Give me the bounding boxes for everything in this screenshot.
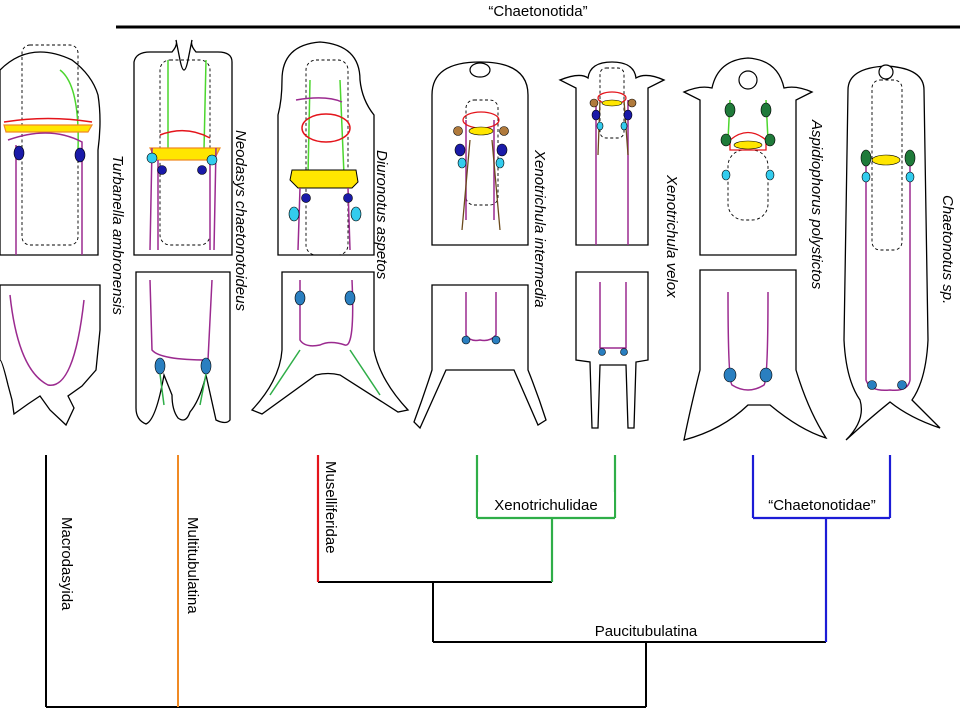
clade-label-muselliferidae: Muselliferidae [322, 461, 339, 554]
species-label-2: Neodasys chaetonotoideus [232, 130, 249, 311]
animal-xenotrichula-velox: Xenotrichula velox [558, 61, 680, 429]
species-label-5: Xenotrichula velox [663, 174, 680, 298]
species-label-4: Xenotrichula intermedia [531, 149, 548, 308]
chaeto-label-bg [755, 492, 888, 516]
clade-label-xenotrichulidae: Xenotrichulidae [494, 497, 597, 514]
xeno-label-bg [478, 492, 614, 516]
animal-turbanella: Turbanella ambronensis [0, 44, 126, 427]
animal-aspidiophorus: Aspidiophorus polystictos [682, 57, 828, 441]
animal-neodasys: Neodasys chaetonotoideus [133, 39, 249, 425]
species-label-7: Chaetonotus sp. [939, 195, 956, 304]
animal-chaetonotus: Chaetonotus sp. [843, 64, 956, 441]
clade-label-multitubulatina: Multitubulatina [184, 517, 201, 614]
species-label-1: Turbanella ambronensis [109, 155, 126, 315]
clade-label-macrodasyida: Macrodasyida [58, 517, 75, 611]
species-label-6: Aspidiophorus polystictos [808, 119, 825, 290]
phylogenetic-tree: Macrodasyida Multitubulatina Muselliferi… [45, 455, 892, 708]
species-label-3: Diuronotus aspetos [373, 150, 390, 280]
clade-label-paucitubulatina: Paucitubulatina [595, 623, 698, 640]
animal-diuronotus: Diuronotus aspetos [250, 41, 410, 415]
chaetonotida-label: “Chaetonotida” [488, 3, 587, 20]
clade-label-chaetonotidae: “Chaetonotidae” [768, 497, 876, 514]
animal-xenotrichula-intermedia: Xenotrichula intermedia [413, 61, 548, 430]
